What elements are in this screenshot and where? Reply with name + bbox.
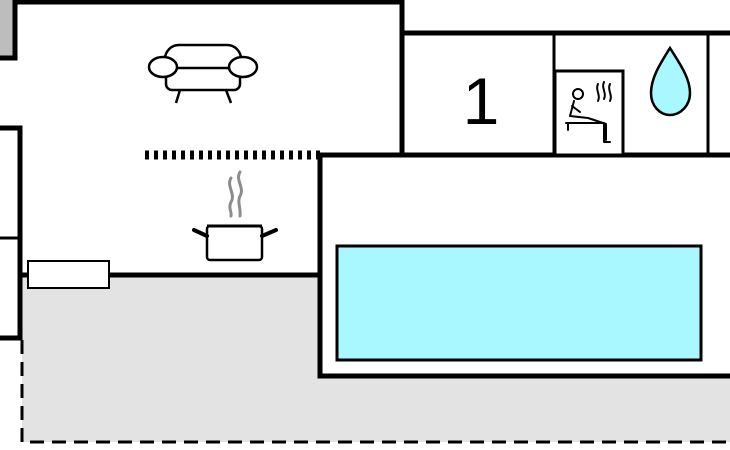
wall-top — [12, 0, 730, 36]
corner-column — [0, 0, 14, 58]
radiator-icon — [27, 260, 110, 289]
walls — [0, 0, 730, 379]
terrace-dashed-boundary — [20, 340, 730, 444]
terrace-area — [22, 275, 730, 442]
water-drop-icon — [649, 45, 692, 117]
cooking-pot-icon — [192, 170, 278, 262]
bedroom-number: 1 — [463, 64, 500, 138]
wall-pool-left — [317, 152, 730, 379]
wall-top-left — [0, 0, 18, 61]
sauna-icon — [553, 69, 625, 157]
swimming-pool — [335, 244, 703, 362]
wall-left-lower — [0, 125, 23, 341]
sofa-icon — [147, 43, 259, 104]
